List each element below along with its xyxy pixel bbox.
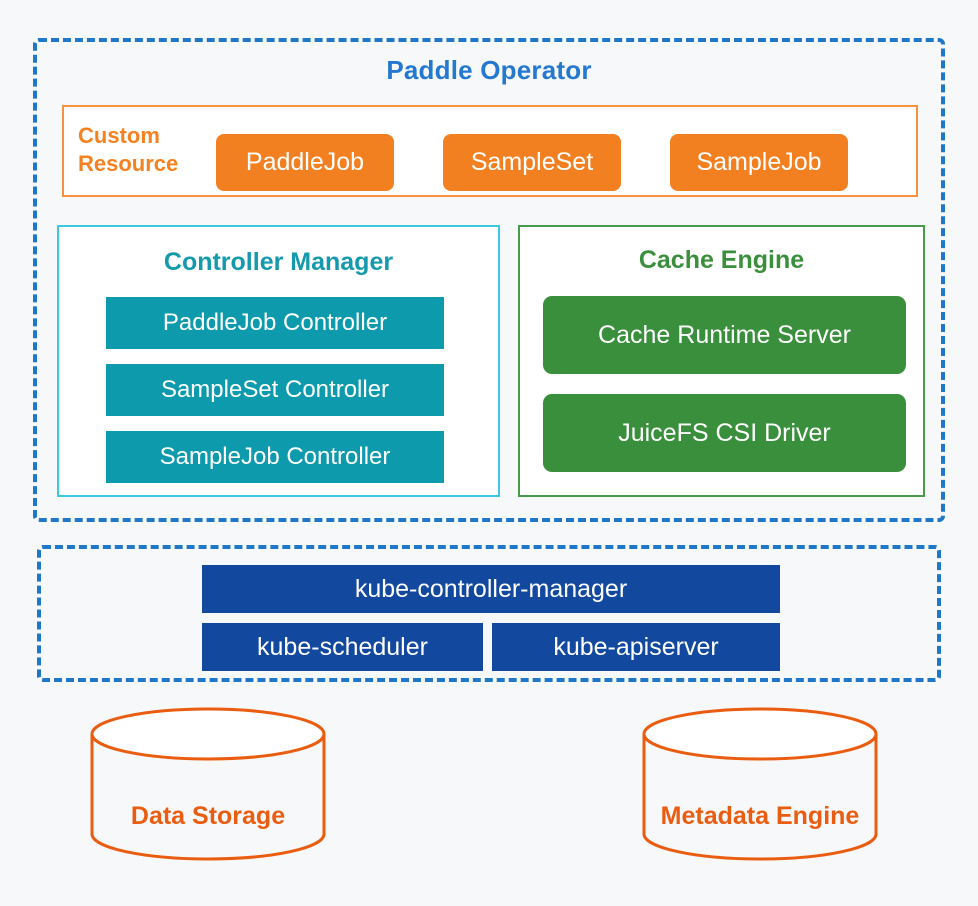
custom-resource-label-line-2: Resource [78, 151, 179, 176]
kube-apiserver-box[interactable]: kube-apiserver [492, 623, 780, 671]
paddlejob-controller-box[interactable]: PaddleJob Controller [106, 297, 444, 349]
data-storage-cylinder: Data Storage [88, 706, 328, 862]
custom-resource-label-line-1: Custom [78, 123, 160, 148]
custom-resource-paddlejob[interactable]: PaddleJob [216, 134, 394, 191]
sampleset-controller-box[interactable]: SampleSet Controller [106, 364, 444, 416]
kube-scheduler-box[interactable]: kube-scheduler [202, 623, 483, 671]
cylinder-shape-icon [642, 707, 878, 861]
juicefs-csi-driver-box[interactable]: JuiceFS CSI Driver [543, 394, 906, 472]
paddle-operator-title: Paddle Operator [386, 55, 592, 85]
samplejob-controller-box[interactable]: SampleJob Controller [106, 431, 444, 483]
metadata-engine-cylinder: Metadata Engine [640, 706, 880, 862]
custom-resource-samplejob[interactable]: SampleJob [670, 134, 848, 191]
cache-runtime-server-box[interactable]: Cache Runtime Server [543, 296, 906, 374]
kube-controller-manager-box[interactable]: kube-controller-manager [202, 565, 780, 613]
paddle-operator-group [33, 38, 945, 522]
controller-manager-title: Controller Manager [163, 248, 394, 276]
custom-resource-label: Custom Resource [78, 122, 198, 178]
kubernetes-group [37, 545, 941, 682]
cylinder-shape-icon [90, 707, 326, 861]
custom-resource-sampleset[interactable]: SampleSet [443, 134, 621, 191]
cache-engine-title: Cache Engine [638, 246, 805, 274]
